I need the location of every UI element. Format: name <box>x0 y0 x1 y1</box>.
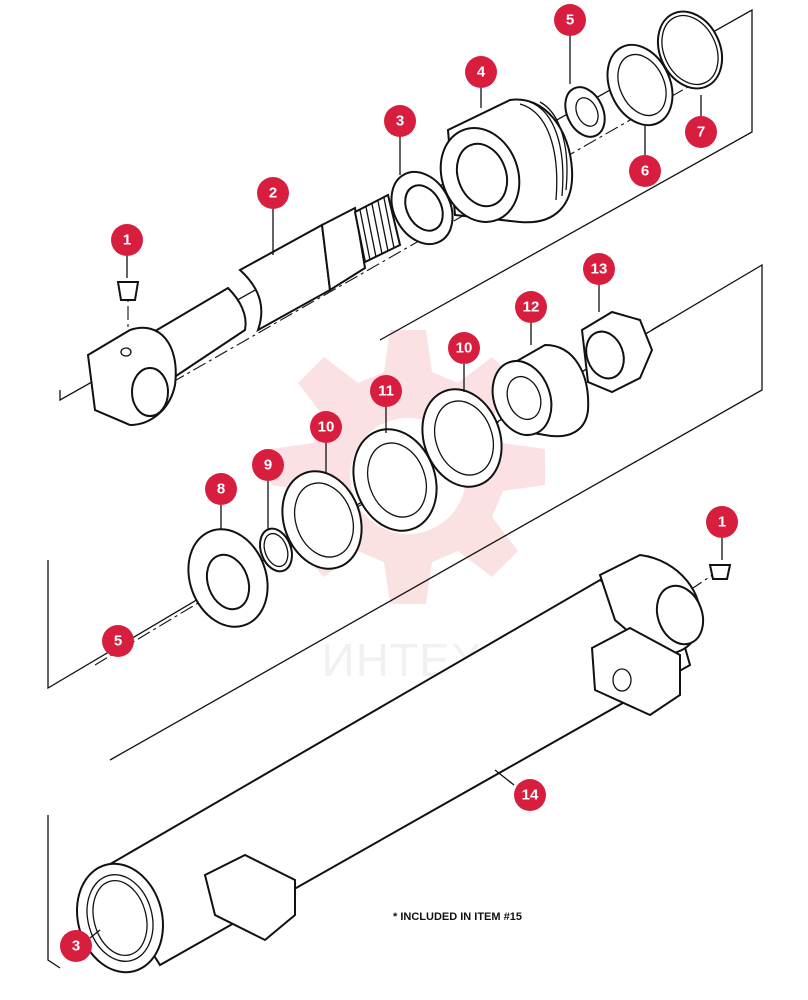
callout-label: 7 <box>697 124 705 141</box>
callout-label: 10 <box>318 419 335 436</box>
panel-top-outline <box>59 8 753 402</box>
o-ring-9-inner <box>263 532 289 568</box>
callout-7: 7 <box>685 116 717 148</box>
port-block-rear-port <box>612 668 632 692</box>
callout-10-lower-badge <box>310 411 342 443</box>
callout-5-top-badge <box>554 4 586 36</box>
callout-10-lower: 10 <box>310 411 342 443</box>
callout-4: 4 <box>465 56 497 88</box>
callout-3-top-badge <box>384 105 416 137</box>
callout-5-bottom: 5 <box>102 625 134 657</box>
callout-label: 3 <box>72 938 80 955</box>
barrel-base-eye-bore <box>655 584 705 646</box>
included-note: * INCLUDED IN ITEM #15 <box>393 911 522 923</box>
wiper-ring-top-inner <box>404 184 444 232</box>
o-ring-7 <box>656 10 724 90</box>
barrel-bore <box>86 874 154 962</box>
callout-6-badge <box>629 155 661 187</box>
callout-12-badge <box>515 291 547 323</box>
callout-8-badge <box>205 473 237 505</box>
callout-label: 12 <box>523 299 540 316</box>
piston-8-bore <box>205 553 251 611</box>
piston-seal-11-inner <box>367 442 427 518</box>
rod-thread-lines <box>359 197 395 261</box>
backup-ring-top-inner <box>575 97 599 127</box>
callout-label: 5 <box>114 633 122 650</box>
callout-11-badge <box>370 375 402 407</box>
piston-12-face <box>491 360 553 436</box>
callout-2: 2 <box>257 177 289 209</box>
callouts: 1 2 3 4 5 6 7 13 <box>60 4 738 962</box>
grease-fitting-bottom <box>708 564 732 580</box>
callout-1-top: 1 <box>111 224 143 256</box>
callout-3-bottom-badge <box>60 930 92 962</box>
callout-label: 6 <box>641 163 649 180</box>
callout-14-badge <box>514 779 546 811</box>
rod-eye-bore <box>131 367 169 417</box>
callout-14: 14 <box>514 779 546 811</box>
callout-3-bottom: 3 <box>60 930 92 962</box>
wear-ring-10-lower-inner <box>294 482 354 558</box>
callout-3-top: 3 <box>384 105 416 137</box>
callout-9: 9 <box>252 449 284 481</box>
callout-10-upper-badge <box>448 332 480 364</box>
callout-label: 10 <box>456 340 473 357</box>
rod-body-right <box>238 223 332 333</box>
callout-10-upper: 10 <box>448 332 480 364</box>
panel-outlines <box>47 8 763 969</box>
panel-middle-outline <box>47 263 763 761</box>
callout-label: 14 <box>522 787 539 804</box>
callout-6: 6 <box>629 155 661 187</box>
gland-bore <box>455 142 509 208</box>
rod-eye-grease-hole <box>120 347 132 357</box>
callout-2-badge <box>257 177 289 209</box>
callout-label: 2 <box>269 185 277 202</box>
callout-label: 3 <box>396 113 404 130</box>
callout-label: 5 <box>566 12 574 29</box>
seal-ring-6-inner <box>617 53 667 117</box>
callout-label: 11 <box>378 383 394 400</box>
callout-label: 8 <box>217 481 225 498</box>
callout-11: 11 <box>370 375 402 407</box>
callout-1-bottom: 1 <box>706 506 738 538</box>
callout-13: 13 <box>583 253 615 285</box>
piston-12-bore <box>506 375 542 421</box>
callout-12: 12 <box>515 291 547 323</box>
backup-ring-top <box>564 86 606 138</box>
callout-label: 13 <box>591 261 608 278</box>
rod-shoulder <box>320 206 367 292</box>
callout-5-top: 5 <box>554 4 586 36</box>
o-ring-7-inner <box>661 14 719 86</box>
piston-assembly <box>187 310 654 628</box>
callout-4-badge <box>465 56 497 88</box>
gland-threads <box>519 101 568 201</box>
callout-8: 8 <box>205 473 237 505</box>
barrel-thread-ring <box>92 880 148 956</box>
grease-fitting-top <box>116 281 140 301</box>
port-block-front <box>203 853 296 942</box>
lock-nut-13-bore <box>585 330 625 380</box>
callout-label: 1 <box>718 514 726 531</box>
callout-5-bottom-badge <box>102 625 134 657</box>
leader-lines <box>89 36 723 939</box>
barrel-assembly <box>76 553 732 974</box>
port-block-rear <box>590 626 681 717</box>
callout-label: 4 <box>477 64 486 81</box>
wear-ring-10-upper-inner <box>434 400 494 476</box>
seal-ring-6 <box>606 43 674 127</box>
callout-1-top-badge <box>111 224 143 256</box>
callout-label: 9 <box>264 457 272 474</box>
callout-13-badge <box>583 253 615 285</box>
panel-bottom-outline <box>47 815 61 969</box>
rod-assembly <box>86 10 724 427</box>
callout-9-badge <box>252 449 284 481</box>
piston-seal-11 <box>352 428 438 532</box>
callout-label: 1 <box>123 232 131 249</box>
centerline-top <box>149 79 701 396</box>
callout-7-badge <box>685 116 717 148</box>
callout-1-bottom-badge <box>706 506 738 538</box>
